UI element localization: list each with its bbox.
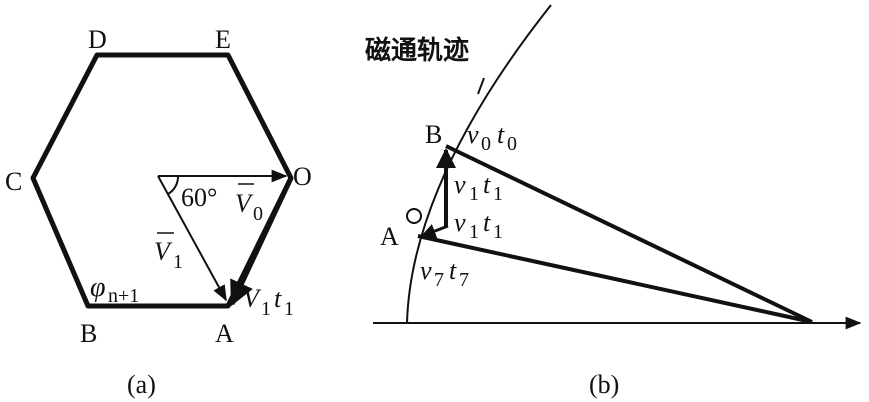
phi-subscript: n+1 <box>108 285 139 307</box>
v0t0-v-label: v <box>467 120 479 149</box>
v1t1-v-label: V <box>243 284 262 313</box>
title-pointer <box>477 77 485 95</box>
v1t1-upper-t-subscript: 1 <box>493 183 503 205</box>
panel-a: D E C O B A 60° V 0 V 1 φ n+1 V 1 t 1 (a… <box>5 25 312 399</box>
small-circle-marker <box>406 208 422 224</box>
v0t0-t-subscript: 0 <box>507 133 517 155</box>
vector-v1 <box>157 175 227 302</box>
v1t1-lower-arrow <box>420 224 449 239</box>
v1t1-upper-t-label: t <box>483 170 491 199</box>
vector-a <box>417 234 813 324</box>
phi-label: φ <box>90 272 106 303</box>
v7t7-t-subscript: 7 <box>459 269 469 291</box>
v0t0-v-subscript: 0 <box>481 133 491 155</box>
point-label-b: B <box>425 120 442 149</box>
vector-b <box>445 144 813 324</box>
v1t1-upper-v-subscript: 1 <box>469 183 479 205</box>
vertex-label-e: E <box>215 25 231 54</box>
angle-label: 60° <box>181 183 217 212</box>
caption-b: (b) <box>589 370 619 399</box>
edge-arrow-o-to-a <box>229 176 294 307</box>
v1-subscript: 1 <box>173 251 183 273</box>
vertex-label-a: A <box>215 319 234 348</box>
v0t0-t-label: t <box>497 120 505 149</box>
angle-arc <box>167 175 180 195</box>
v1t1-t-subscript: 1 <box>284 298 294 320</box>
v1t1-lower-v-subscript: 1 <box>469 221 479 243</box>
v7t7-t-label: t <box>449 256 457 285</box>
v0-label: V <box>235 189 254 218</box>
caption-a: (a) <box>127 370 156 399</box>
flux-trajectory-title: 磁通轨迹 <box>365 35 469 66</box>
v1t1-t-label: t <box>274 284 282 313</box>
v1t1-lower-t-subscript: 1 <box>493 221 503 243</box>
v1t1-v-subscript: 1 <box>261 298 271 320</box>
vertex-label-d: D <box>88 25 107 54</box>
vertex-label-o: O <box>293 162 312 191</box>
v1-label: V <box>154 237 173 266</box>
v0-subscript: 0 <box>253 203 263 225</box>
v1t1-lower-v-label: v <box>454 208 466 237</box>
v7t7-v-subscript: 7 <box>434 269 444 291</box>
hexagon <box>30 52 294 309</box>
v1t1-lower-t-label: t <box>483 208 491 237</box>
v7t7-v-label: v <box>420 256 432 285</box>
v1t1-upper-v-label: v <box>454 170 466 199</box>
point-label-a: A <box>380 222 399 251</box>
panel-b: 磁通轨迹 B A v 0 t 0 v 1 t 1 v 1 t 1 v 7 t 7… <box>365 4 862 399</box>
flux-trajectory-curve <box>406 4 552 324</box>
vertex-label-c: C <box>5 167 22 196</box>
vertex-label-b: B <box>80 319 97 348</box>
